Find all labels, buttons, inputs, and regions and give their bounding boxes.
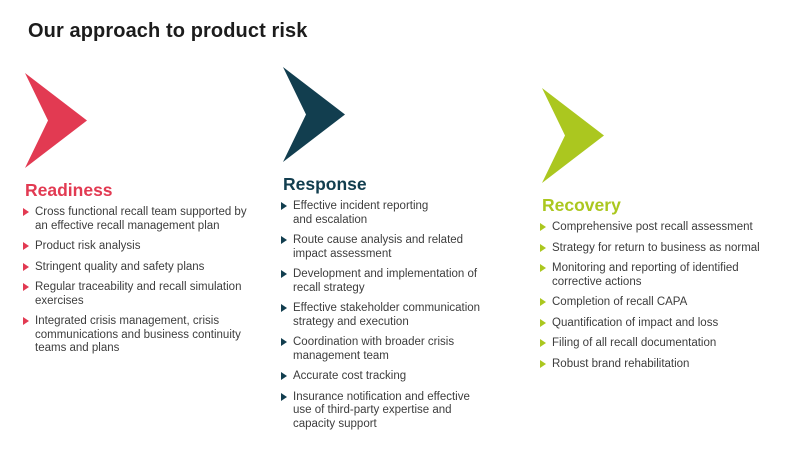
list-item-text: Effective stakeholder communication stra…	[293, 302, 481, 328]
column-recovery: Recovery Comprehensive post recall asses…	[540, 88, 795, 378]
list-item-text: Completion of recall CAPA	[552, 296, 688, 308]
list-item-text: Stringent quality and safety plans	[35, 260, 205, 273]
triangle-bullet-icon	[540, 359, 546, 368]
list-item: Strategy for return to business as norma…	[540, 242, 795, 256]
list-item: Quantification of impact and loss	[540, 317, 795, 331]
triangle-bullet-icon	[281, 236, 287, 244]
triangle-bullet-icon	[540, 339, 546, 347]
list-item: Accurate cost tracking	[281, 370, 525, 384]
list-item-text: Filing of all recall documentation	[552, 337, 717, 349]
triangle-bullet-icon	[540, 264, 546, 272]
list-item: Robust brand rehabilitation	[540, 358, 795, 372]
list-item-text: Comprehensive post recall assessment	[552, 221, 753, 233]
list-item-text: Cross functional recall team supported b…	[35, 206, 247, 232]
list-item-text: Robust brand rehabilitation	[552, 357, 690, 370]
column-heading-readiness: Readiness	[25, 180, 113, 200]
triangle-bullet-icon	[281, 338, 287, 346]
bullet-list-response: Effective incident reporting and escalat…	[281, 200, 525, 431]
bullet-list-readiness: Cross functional recall team supported b…	[23, 206, 275, 356]
triangle-bullet-icon	[540, 223, 546, 231]
list-item-text: Route cause analysis and related impact …	[293, 234, 464, 260]
list-item-text: Product risk analysis	[35, 240, 141, 252]
list-item: Completion of recall CAPA	[540, 296, 795, 310]
list-item: Integrated crisis management, crisis com…	[23, 315, 275, 356]
list-item-text: Regular traceability and recall simulati…	[35, 281, 242, 307]
triangle-bullet-icon	[281, 202, 287, 210]
list-item: Product risk analysis	[23, 240, 275, 254]
list-item: Effective stakeholder communication stra…	[281, 302, 525, 329]
list-item-text: Insurance notification and effective use…	[293, 390, 470, 430]
list-item-text: Accurate cost tracking	[293, 370, 407, 382]
triangle-bullet-icon	[540, 243, 546, 252]
list-item: Effective incident reporting and escalat…	[281, 200, 525, 227]
list-item: Cross functional recall team supported b…	[23, 206, 275, 233]
list-item: Monitoring and reporting of identified c…	[540, 262, 795, 289]
list-item-text: Monitoring and reporting of identified c…	[552, 262, 739, 288]
chevron-right-icon	[542, 88, 604, 183]
list-item-text: Integrated crisis management, crisis com…	[35, 315, 241, 354]
triangle-bullet-icon	[281, 372, 287, 380]
triangle-bullet-icon	[540, 298, 546, 306]
column-heading-recovery: Recovery	[542, 195, 621, 215]
list-item: Insurance notification and effective use…	[281, 391, 525, 432]
list-item: Comprehensive post recall assessment	[540, 221, 795, 235]
list-item: Regular traceability and recall simulati…	[23, 281, 275, 308]
triangle-bullet-icon	[540, 318, 546, 327]
column-readiness: Readiness Cross functional recall team s…	[23, 73, 275, 363]
list-item-text: Strategy for return to business as norma…	[552, 241, 760, 254]
page-title: Our approach to product risk	[28, 20, 308, 42]
triangle-bullet-icon	[23, 317, 29, 325]
triangle-bullet-icon	[281, 270, 287, 278]
list-item: Coordination with broader crisis managem…	[281, 336, 525, 363]
list-item-text: Quantification of impact and loss	[552, 316, 719, 329]
triangle-bullet-icon	[23, 262, 29, 271]
triangle-bullet-icon	[23, 242, 29, 250]
triangle-bullet-icon	[23, 208, 29, 216]
list-item: Development and implementation of recall…	[281, 268, 525, 295]
list-item-text: Development and implementation of recall…	[293, 268, 478, 294]
column-response: Response Effective incident reporting an…	[281, 67, 525, 438]
list-item: Filing of all recall documentation	[540, 337, 795, 351]
triangle-bullet-icon	[23, 283, 29, 291]
triangle-bullet-icon	[281, 304, 287, 312]
list-item: Stringent quality and safety plans	[23, 261, 275, 275]
list-item: Route cause analysis and related impact …	[281, 234, 525, 261]
column-heading-response: Response	[283, 174, 367, 194]
chevron-right-icon	[283, 67, 345, 162]
triangle-bullet-icon	[281, 392, 287, 401]
chevron-right-icon	[25, 73, 87, 168]
list-item-text: Coordination with broader crisis managem…	[293, 336, 455, 362]
list-item-text: Effective incident reporting and escalat…	[293, 200, 429, 226]
